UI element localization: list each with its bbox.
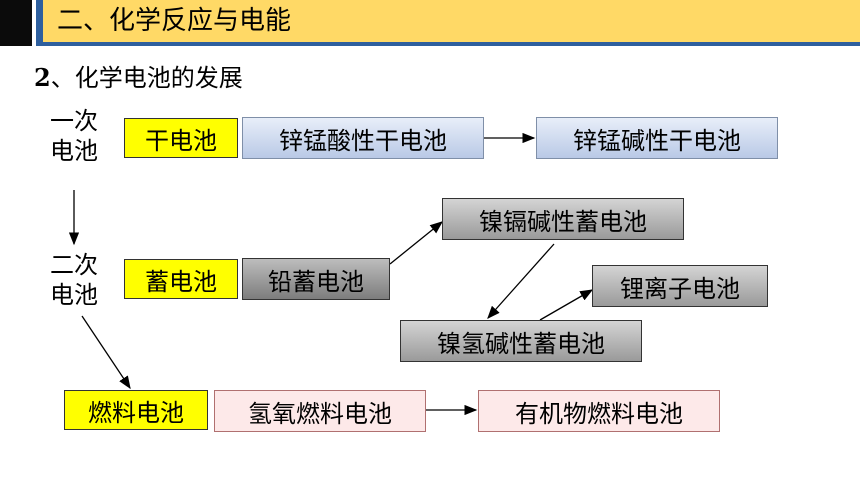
box-li-ion: 锂离子电池 (592, 265, 768, 307)
box-organic-fuel: 有机物燃料电池 (478, 390, 720, 432)
box-dry-cell: 干电池 (124, 118, 238, 158)
box-fuel-cell: 燃料电池 (64, 390, 208, 430)
box-zinc-mn-acid: 锌锰酸性干电池 (242, 117, 484, 159)
title-banner: 二、化学反应与电能 (43, 0, 860, 46)
subtitle-number: 2 (34, 63, 51, 92)
page-title: 二、化学反应与电能 (57, 6, 292, 36)
arrow-lead-to-nicd (389, 221, 444, 265)
left-dark-bar (0, 0, 32, 46)
arrow-nih-to-liion (539, 289, 594, 321)
secondary-battery-label: 二次 电池 (44, 250, 104, 310)
arrow-nicd-to-nih (487, 243, 555, 319)
box-h2-o2-fuel: 氢氧燃料电池 (214, 390, 426, 432)
box-zinc-mn-alkaline: 锌锰碱性干电池 (536, 117, 778, 159)
primary-label-line1: 一次 (50, 107, 98, 135)
section-subtitle: 2、化学电池的发展 (34, 58, 243, 93)
box-storage-cell: 蓄电池 (124, 259, 238, 299)
box-lead-storage: 铅蓄电池 (242, 258, 390, 300)
secondary-label-line1: 二次 (50, 251, 98, 279)
subtitle-text: 、化学电池的发展 (50, 64, 243, 92)
primary-label-line2: 电池 (50, 137, 98, 165)
box-ni-cd-storage: 镍镉碱性蓄电池 (442, 198, 684, 240)
arrow-secondary-to-fuel (81, 315, 131, 390)
secondary-label-line2: 电池 (50, 281, 98, 309)
primary-battery-label: 一次 电池 (44, 106, 104, 166)
header-accent-bar (36, 0, 43, 46)
box-ni-h-storage: 镍氢碱性蓄电池 (400, 320, 642, 362)
